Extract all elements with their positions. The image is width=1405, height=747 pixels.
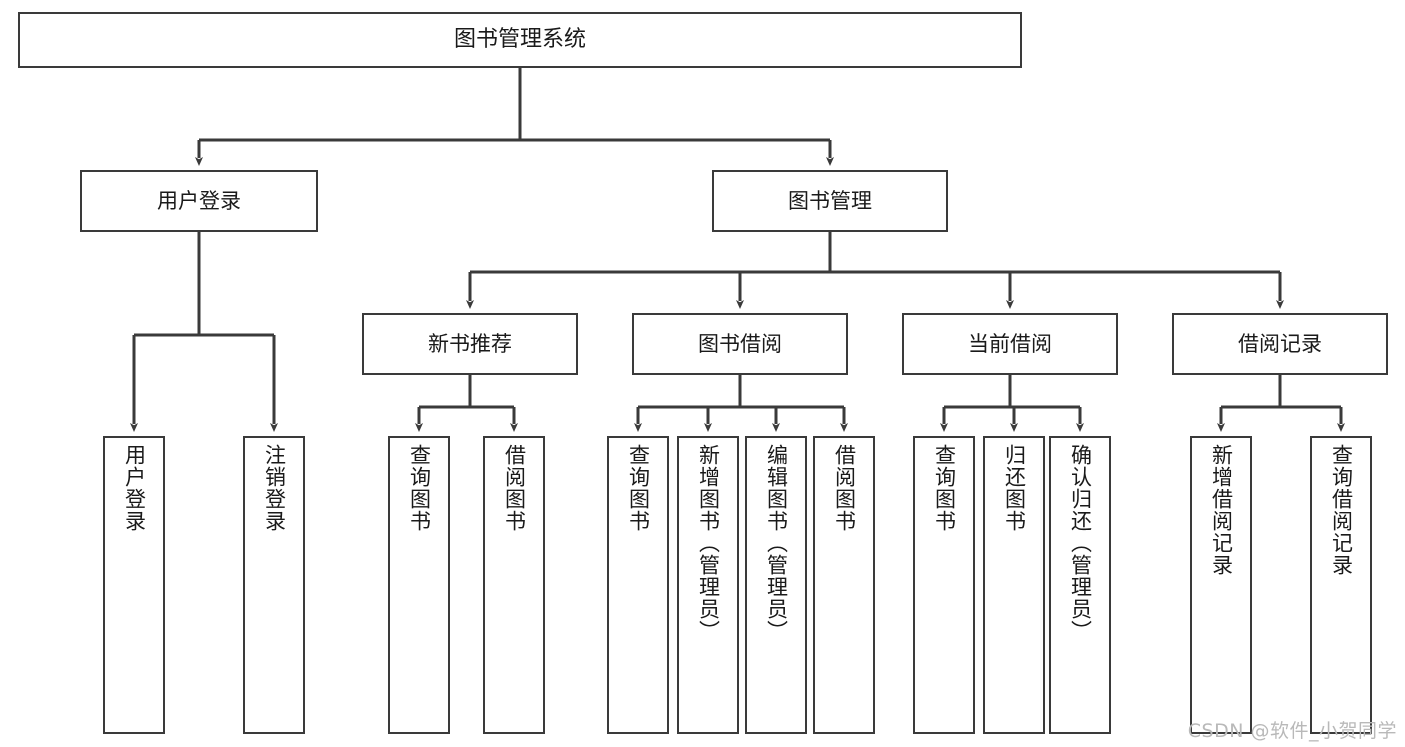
leaf-node[interactable]: 查询图书 (388, 436, 450, 734)
node-borrow-record-label: 借阅记录 (1238, 331, 1322, 356)
leaf-node[interactable]: 查询图书 (607, 436, 669, 734)
leaf-node-label: 查询借阅记录 (1329, 444, 1354, 576)
node-book-borrow[interactable]: 图书借阅 (632, 313, 848, 375)
leaf-node[interactable]: 新增借阅记录 (1190, 436, 1252, 734)
leaf-node-label: 借阅图书 (832, 444, 857, 532)
node-book-management[interactable]: 图书管理 (712, 170, 948, 232)
node-book-borrow-label: 图书借阅 (698, 331, 782, 356)
leaf-node[interactable]: 归还图书 (983, 436, 1045, 734)
node-user-login[interactable]: 用户登录 (80, 170, 318, 232)
node-borrow-record[interactable]: 借阅记录 (1172, 313, 1388, 375)
node-current-borrow[interactable]: 当前借阅 (902, 313, 1118, 375)
leaf-node[interactable]: 查询图书 (913, 436, 975, 734)
leaf-node[interactable]: 查询借阅记录 (1310, 436, 1372, 734)
node-new-book-recommend[interactable]: 新书推荐 (362, 313, 578, 375)
leaf-node[interactable]: 新增图书（管理员） (677, 436, 739, 734)
node-book-management-label: 图书管理 (788, 188, 872, 213)
node-root[interactable]: 图书管理系统 (18, 12, 1022, 68)
leaf-node-label: 确认归还（管理员） (1068, 444, 1093, 642)
leaf-node-label: 查询图书 (407, 444, 432, 532)
leaf-node-label: 新增图书（管理员） (696, 444, 721, 642)
leaf-node-label: 查询图书 (932, 444, 957, 532)
leaf-node-label: 借阅图书 (502, 444, 527, 532)
leaf-node[interactable]: 编辑图书（管理员） (745, 436, 807, 734)
leaf-node-label: 新增借阅记录 (1209, 444, 1234, 576)
leaf-node-label: 查询图书 (626, 444, 651, 532)
node-root-label: 图书管理系统 (453, 27, 586, 53)
node-current-borrow-label: 当前借阅 (968, 331, 1052, 356)
leaf-node[interactable]: 借阅图书 (813, 436, 875, 734)
leaf-node-label: 用户登录 (122, 444, 147, 532)
leaf-node[interactable]: 确认归还（管理员） (1049, 436, 1111, 734)
node-user-login-label: 用户登录 (157, 188, 241, 213)
leaf-node[interactable]: 注销登录 (243, 436, 305, 734)
leaf-node-label: 归还图书 (1002, 444, 1027, 532)
leaf-node[interactable]: 借阅图书 (483, 436, 545, 734)
node-new-book-recommend-label: 新书推荐 (428, 331, 512, 356)
leaf-node-label: 注销登录 (262, 444, 287, 532)
leaf-node[interactable]: 用户登录 (103, 436, 165, 734)
watermark-text: CSDN @软件_小贺同学 (1187, 720, 1397, 742)
leaf-node-label: 编辑图书（管理员） (764, 444, 789, 642)
